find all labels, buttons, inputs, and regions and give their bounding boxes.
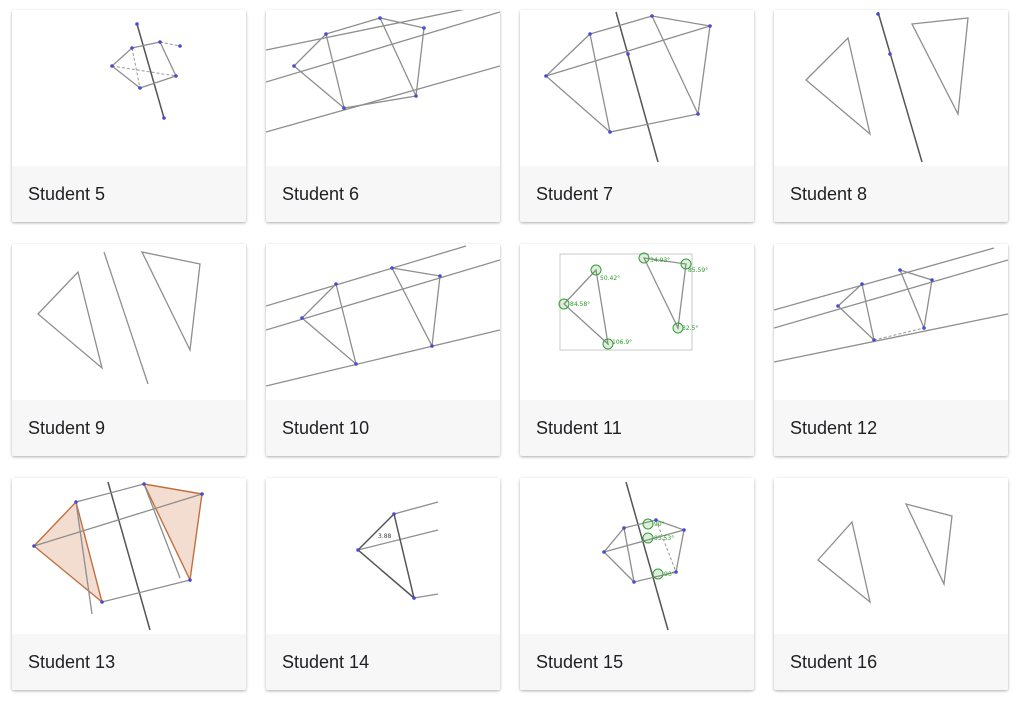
card-title: Student 7	[536, 183, 614, 204]
angle-label: 90°	[654, 521, 665, 528]
student-card-12[interactable]: Student 12	[774, 244, 1008, 456]
student-card-11[interactable]: 50.42° 84.58° 106.9° 34.93° 85.59° 32.5°…	[520, 244, 754, 456]
student-card-5[interactable]: Student 5	[12, 10, 246, 222]
angle-label: 34.93°	[650, 257, 670, 264]
student-card-7[interactable]: Student 7	[520, 10, 754, 222]
card-title: Student 12	[790, 417, 878, 438]
construction-thumbnail	[12, 244, 246, 400]
construction-thumbnail	[12, 10, 246, 166]
student-card-6[interactable]: Student 6	[266, 10, 500, 222]
angle-label: 90°	[664, 571, 675, 578]
construction-thumbnail	[266, 10, 500, 166]
measure-label: 3.88	[378, 533, 392, 540]
card-title: Student 6	[282, 183, 360, 204]
card-title: Student 16	[790, 651, 878, 672]
angle-label: 85.53°	[654, 535, 674, 542]
construction-thumbnail	[774, 244, 1008, 400]
card-label-bar: Student 5	[12, 166, 246, 222]
card-label-bar: Student 11	[520, 400, 754, 456]
student-card-15[interactable]: 90° 85.53° 90° Student 15	[520, 478, 754, 690]
student-card-16[interactable]: Student 16	[774, 478, 1008, 690]
student-card-9[interactable]: Student 9	[12, 244, 246, 456]
card-label-bar: Student 15	[520, 634, 754, 690]
angle-label: 85.59°	[688, 267, 708, 274]
card-title: Student 10	[282, 417, 370, 438]
construction-thumbnail	[774, 478, 1008, 634]
card-title: Student 9	[28, 417, 106, 438]
card-label-bar: Student 13	[12, 634, 246, 690]
card-label-bar: Student 7	[520, 166, 754, 222]
student-card-14[interactable]: 3.88 Student 14	[266, 478, 500, 690]
student-card-8[interactable]: Student 8	[774, 10, 1008, 222]
card-label-bar: Student 10	[266, 400, 500, 456]
angle-label: 106.9°	[612, 339, 632, 346]
angle-label: 32.5°	[682, 325, 698, 332]
construction-thumbnail	[520, 10, 754, 166]
card-label-bar: Student 9	[12, 400, 246, 456]
card-title: Student 8	[790, 183, 868, 204]
card-label-bar: Student 14	[266, 634, 500, 690]
construction-thumbnail	[266, 244, 500, 400]
student-card-13[interactable]: Student 13	[12, 478, 246, 690]
angle-label: 84.58°	[570, 301, 590, 308]
construction-thumbnail: 90° 85.53° 90°	[520, 478, 754, 634]
card-label-bar: Student 12	[774, 400, 1008, 456]
angle-label: 50.42°	[600, 275, 620, 282]
construction-thumbnail: 50.42° 84.58° 106.9° 34.93° 85.59° 32.5°	[520, 244, 754, 400]
card-title: Student 11	[536, 417, 622, 438]
card-label-bar: Student 16	[774, 634, 1008, 690]
card-title: Student 15	[536, 651, 624, 672]
construction-thumbnail	[774, 10, 1008, 166]
student-card-10[interactable]: Student 10	[266, 244, 500, 456]
construction-thumbnail	[12, 478, 246, 634]
card-title: Student 13	[28, 651, 116, 672]
card-label-bar: Student 8	[774, 166, 1008, 222]
card-label-bar: Student 6	[266, 166, 500, 222]
card-title: Student 14	[282, 651, 370, 672]
card-title: Student 5	[28, 183, 106, 204]
construction-thumbnail: 3.88	[266, 478, 500, 634]
